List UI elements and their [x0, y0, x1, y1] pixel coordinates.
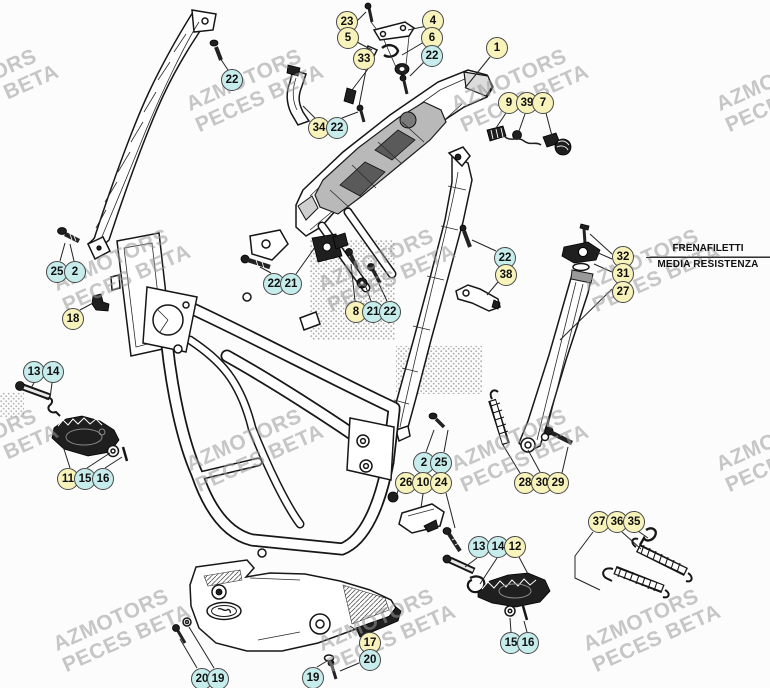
callout-16[interactable]: 16	[517, 632, 539, 654]
callout-14[interactable]: 14	[42, 361, 64, 383]
callout-26[interactable]: 26	[395, 472, 417, 494]
callout-32[interactable]: 32	[612, 246, 634, 268]
callout-31[interactable]: 31	[612, 263, 634, 285]
part-skid-plate	[172, 559, 402, 680]
part-seat-frame	[249, 69, 494, 293]
part-kickstand	[488, 223, 601, 453]
callout-22[interactable]: 22	[326, 117, 348, 139]
callout-21[interactable]: 21	[280, 273, 302, 295]
callout-21[interactable]: 21	[362, 301, 384, 323]
callout-12[interactable]: 12	[504, 536, 526, 558]
part-right-footpeg	[442, 554, 551, 621]
callout-7[interactable]: 7	[532, 92, 554, 114]
callout-25[interactable]: 25	[430, 452, 452, 474]
part-left-rail	[86, 9, 223, 261]
callout-22[interactable]: 22	[379, 301, 401, 323]
callout-16[interactable]: 16	[92, 468, 114, 490]
part-bracket-38	[455, 224, 501, 312]
part-left-footpeg	[15, 381, 129, 462]
part-tube-34	[286, 64, 311, 126]
callout-19[interactable]: 19	[207, 668, 229, 688]
part-stand-springs	[602, 527, 693, 599]
callout-34[interactable]: 34	[308, 117, 330, 139]
callout-18[interactable]: 18	[62, 308, 84, 330]
callout-22[interactable]: 22	[221, 69, 243, 91]
note-line1: FRENAFILETTI	[646, 243, 770, 258]
callout-8[interactable]: 8	[345, 301, 367, 323]
leader-lines	[30, 11, 770, 672]
callout-2[interactable]: 2	[64, 261, 86, 283]
part-right-panel	[388, 146, 473, 443]
callout-5[interactable]: 5	[337, 27, 359, 49]
callout-15[interactable]: 15	[74, 468, 96, 490]
callout-33[interactable]: 33	[353, 48, 375, 70]
callout-10[interactable]: 10	[412, 472, 434, 494]
callout-13[interactable]: 13	[23, 361, 45, 383]
callout-19[interactable]: 19	[302, 667, 324, 688]
callout-25[interactable]: 25	[46, 261, 68, 283]
callout-27[interactable]: 27	[612, 281, 634, 303]
callout-36[interactable]: 36	[606, 511, 628, 533]
part-bolt-2-25-right	[428, 412, 446, 429]
threadlocker-note: FRENAFILETTI MEDIA RESISTENZA	[646, 243, 770, 271]
note-line2: MEDIA RESISTENZA	[657, 258, 759, 270]
callout-1[interactable]: 1	[486, 37, 508, 59]
part-spring-nut-adjuster	[486, 125, 572, 156]
callout-22[interactable]: 22	[421, 45, 443, 67]
part-bolt-2-25-left	[57, 227, 81, 244]
callout-14[interactable]: 14	[487, 536, 509, 558]
part-bolt-22-21	[240, 254, 271, 270]
callout-20[interactable]: 20	[359, 649, 381, 671]
part-elbow-18	[91, 293, 110, 312]
callout-29[interactable]: 29	[547, 472, 569, 494]
part-bracket-10	[387, 491, 462, 553]
callout-28[interactable]: 28	[514, 472, 536, 494]
callout-35[interactable]: 35	[623, 511, 645, 533]
callout-38[interactable]: 38	[495, 264, 517, 286]
part-main-frame	[110, 232, 401, 558]
callout-24[interactable]: 24	[430, 472, 452, 494]
part-hardware-8-21-22	[332, 232, 382, 289]
